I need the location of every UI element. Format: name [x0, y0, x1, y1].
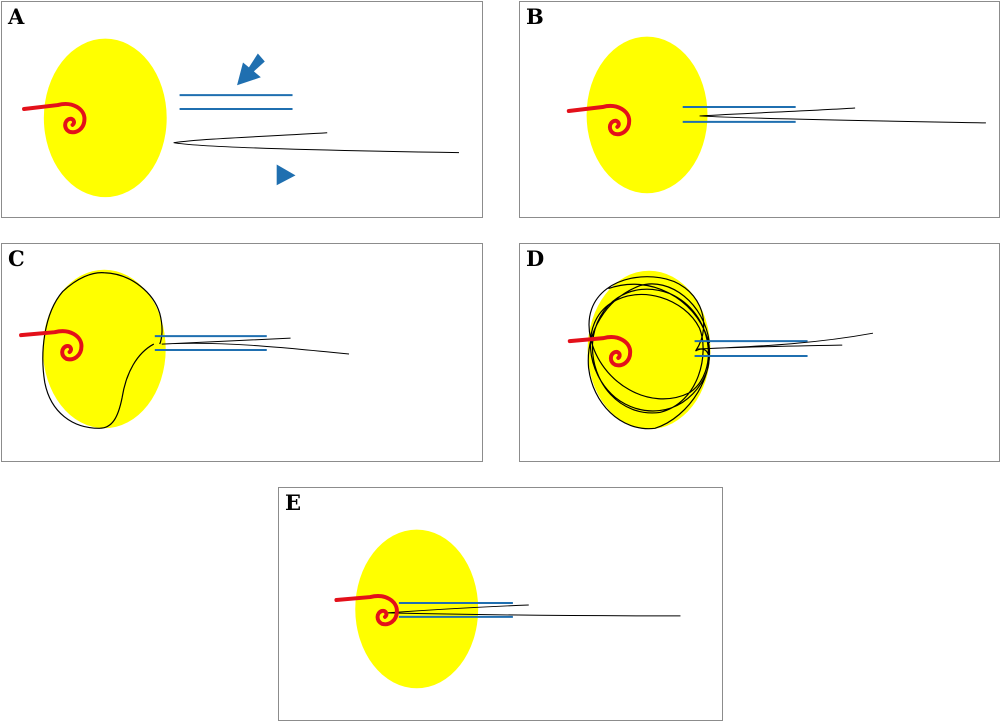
panel-label-c: C: [8, 246, 25, 271]
folded-wire: [699, 107, 986, 124]
yellow-ellipse: [586, 36, 708, 194]
panel-label-a: A: [8, 4, 25, 29]
panel-d-diagram: [567, 270, 874, 430]
red-hook: [567, 335, 633, 368]
red-hook: [19, 329, 84, 362]
panel-e-diagram: [334, 529, 681, 689]
panel-label-d: D: [526, 246, 545, 271]
yellow-ellipse: [355, 529, 479, 689]
panel-c: C: [1, 243, 483, 462]
panel-b: B: [519, 1, 1000, 218]
panel-label-b: B: [526, 4, 544, 29]
red-hook: [334, 594, 399, 627]
yellow-ellipse: [43, 38, 167, 198]
wire-loop: [42, 272, 163, 429]
yellow-ellipse: [42, 269, 166, 429]
folded-wire: [697, 332, 874, 350]
red-hook: [566, 104, 632, 137]
panel-e: E: [278, 487, 723, 721]
panel-b-diagram: [566, 36, 986, 194]
panel-a-diagram: [22, 38, 459, 198]
panel-a: A: [1, 1, 483, 218]
folded-wire: [173, 132, 459, 154]
yellow-ellipse: [587, 270, 711, 430]
panel-d: D: [519, 243, 1000, 462]
folded-wire: [386, 604, 681, 617]
panel-label-e: E: [285, 490, 302, 515]
panel-c-diagram: [19, 269, 350, 429]
red-hook: [22, 102, 87, 135]
triangle-pointing-right-icon: [276, 164, 296, 186]
wire-coils: [587, 276, 711, 430]
arrow-pointing-down-left-icon: [237, 53, 265, 86]
folded-wire: [161, 337, 350, 355]
